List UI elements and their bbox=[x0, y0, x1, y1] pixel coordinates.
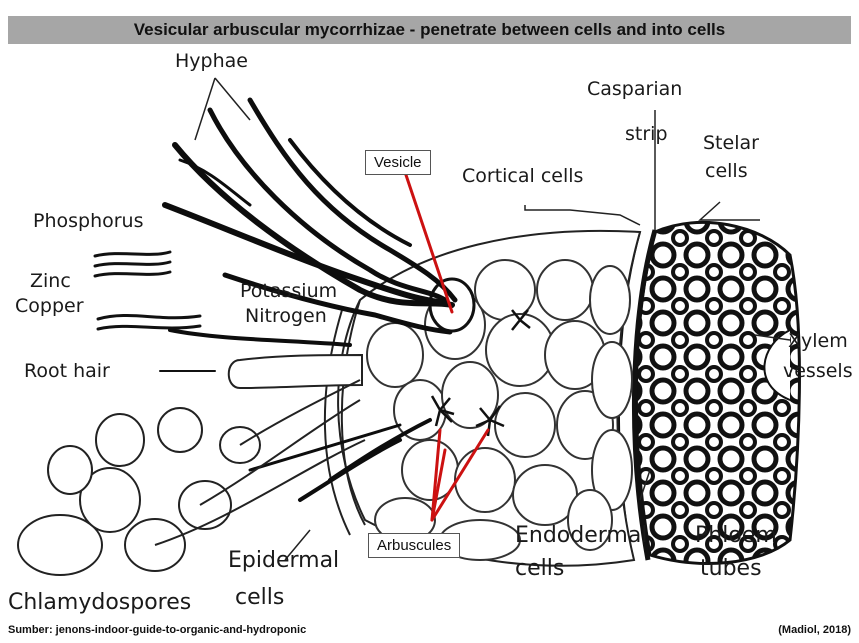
label-arbuscules: Arbuscules bbox=[368, 533, 460, 558]
root-hair bbox=[229, 355, 362, 388]
mycorrhizae-diagram bbox=[0, 44, 859, 604]
label-casparian-strip-line2: strip bbox=[625, 123, 668, 145]
label-vesicle: Vesicle bbox=[365, 150, 431, 175]
source-credit: Sumber: jenons-indoor-guide-to-organic-a… bbox=[8, 624, 306, 636]
label-stelar-cells-line1: Stelar bbox=[703, 132, 759, 154]
label-potassium: Potassium bbox=[240, 280, 337, 302]
nutrient-lines bbox=[95, 252, 215, 371]
label-epidermal-line1: Epidermal bbox=[228, 548, 339, 574]
title-bar: Vesicular arbuscular mycorrhizae - penet… bbox=[8, 16, 851, 44]
label-root-hair: Root hair bbox=[24, 360, 110, 382]
label-hyphae: Hyphae bbox=[175, 50, 248, 72]
label-casparian-strip-line1: Casparian bbox=[587, 78, 682, 100]
label-endodermal-line1: Endodermal bbox=[515, 523, 647, 549]
label-zinc: Zinc bbox=[30, 270, 71, 292]
stele-region bbox=[636, 222, 799, 563]
label-xylem-line2: vessels bbox=[783, 360, 853, 382]
label-chlamydospores: Chlamydospores bbox=[8, 590, 191, 616]
chlamydospores bbox=[18, 380, 365, 575]
diagram-title: Vesicular arbuscular mycorrhizae - penet… bbox=[8, 16, 851, 44]
label-phloem-line1: Phloem bbox=[695, 523, 777, 549]
label-epidermal-line2: cells bbox=[235, 585, 284, 611]
label-copper: Copper bbox=[15, 295, 84, 317]
label-endodermal-line2: cells bbox=[515, 556, 564, 582]
label-xylem-line1: Xylem bbox=[788, 330, 848, 352]
label-phloem-line2: tubes bbox=[700, 556, 762, 582]
label-stelar-cells-line2: cells bbox=[705, 160, 748, 182]
label-phosphorus: Phosphorus bbox=[33, 210, 144, 232]
label-nitrogen: Nitrogen bbox=[245, 305, 327, 327]
label-cortical-cells: Cortical cells bbox=[462, 165, 583, 187]
citation: (Madiol, 2018) bbox=[778, 624, 851, 636]
